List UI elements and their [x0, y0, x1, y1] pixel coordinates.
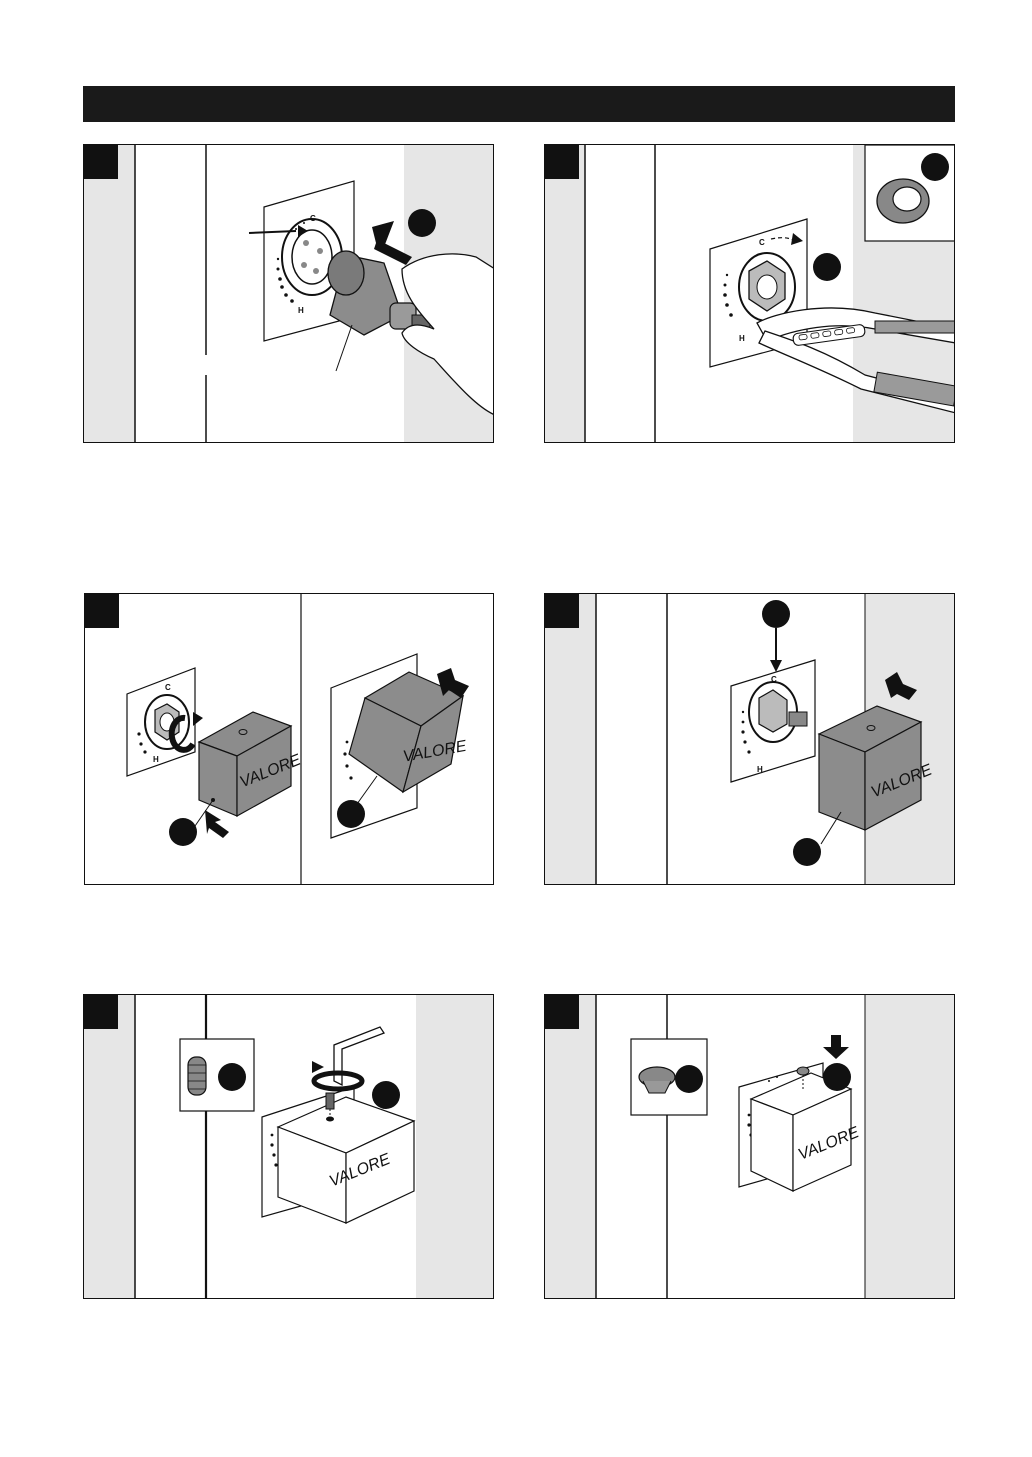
cold-mark: C [310, 214, 316, 223]
hot-mark: H [153, 755, 159, 764]
step-5-panel: VALORE [83, 994, 494, 1299]
cold-mark: C [771, 675, 777, 684]
cold-mark: C [759, 238, 765, 247]
step-5-illustration: VALORE [84, 995, 494, 1299]
section-header-bar [83, 86, 955, 122]
step-4-illustration: C H VALORE [545, 594, 955, 885]
step-1-number-badge [84, 145, 118, 179]
step-1-panel: C H [83, 144, 494, 443]
step-2-illustration: C H [545, 145, 955, 443]
step-5-number-badge [84, 995, 118, 1029]
step-3-number-badge [85, 594, 119, 628]
hot-mark: H [298, 306, 304, 315]
hot-mark: H [757, 765, 763, 774]
step-6-panel: VALORE [544, 994, 955, 1299]
step-6-illustration: VALORE [545, 995, 955, 1299]
step-4-panel: C H VALORE [544, 593, 955, 885]
step-4-number-badge [545, 594, 579, 628]
step-3-illustration: C H VALORE VALORE [85, 594, 494, 885]
step-1-illustration: C H [84, 145, 494, 443]
step-3-panel: C H VALORE VALORE [84, 593, 494, 885]
hot-mark: H [739, 334, 745, 343]
step-2-panel: C H [544, 144, 955, 443]
cold-mark: C [165, 683, 171, 692]
step-2-number-badge [545, 145, 579, 179]
step-6-number-badge [545, 995, 579, 1029]
